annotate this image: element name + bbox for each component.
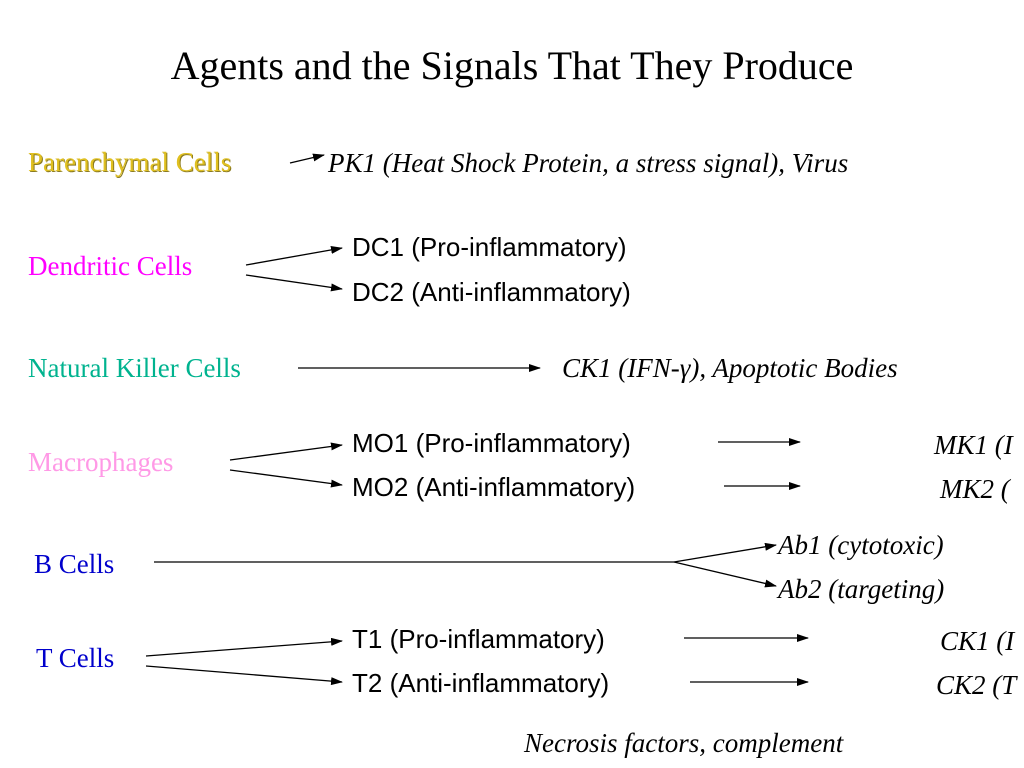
arrow-tcells-t2 bbox=[145, 665, 343, 686]
signal-ck1-prefix: CK1 (IFN- bbox=[562, 353, 680, 383]
agent-dendritic-cells: Dendritic Cells bbox=[28, 251, 193, 281]
arrow-macrophages-mo1 bbox=[229, 442, 343, 461]
signal-dc2: DC2 (Anti-inflammatory) bbox=[352, 277, 631, 307]
signal-ab2: Ab2 (targeting) bbox=[778, 574, 945, 604]
arrow-macrophages-mo2 bbox=[229, 469, 343, 488]
agent-parenchymal-cells: Parenchymal Cells bbox=[28, 147, 232, 177]
arrow-dendritic-dc2 bbox=[245, 274, 343, 292]
agent-natural-killer-cells: Natural Killer Cells bbox=[28, 353, 241, 383]
arrow-dendritic-dc1 bbox=[245, 245, 343, 266]
arrow-bcells-ab2 bbox=[673, 561, 777, 588]
signal-t1: T1 (Pro-inflammatory) bbox=[352, 624, 605, 654]
signal-mk1: MK1 (I bbox=[934, 430, 1013, 460]
signal-t2: T2 (Anti-inflammatory) bbox=[352, 668, 610, 698]
signal-footer: Necrosis factors, complement bbox=[524, 728, 844, 758]
signal-mk2: MK2 ( bbox=[940, 474, 1010, 504]
arrow-parenchymal-pk1 bbox=[289, 153, 325, 164]
arrow-tcells-t1 bbox=[145, 637, 343, 657]
agent-b-cells: B Cells bbox=[34, 549, 115, 579]
signal-mo1: MO1 (Pro-inflammatory) bbox=[352, 428, 631, 458]
page-title: Agents and the Signals That They Produce bbox=[170, 43, 854, 88]
signal-ab1: Ab1 (cytotoxic) bbox=[778, 530, 944, 560]
agent-t-cells: T Cells bbox=[36, 643, 115, 673]
signal-pk1: PK1 (Heat Shock Protein, a stress signal… bbox=[328, 148, 849, 178]
agent-macrophages: Macrophages bbox=[28, 447, 174, 477]
signal-ck1-ifn-gamma: CK1 (IFN-γ), Apoptotic Bodies bbox=[562, 353, 898, 384]
signal-mo2: MO2 (Anti-inflammatory) bbox=[352, 472, 636, 502]
arrow-bcells-ab1 bbox=[673, 542, 777, 563]
signal-ck1-t: CK1 (I bbox=[940, 626, 1015, 656]
signal-ck1-suffix: ), Apoptotic Bodies bbox=[690, 353, 898, 383]
gamma-symbol: γ bbox=[679, 353, 691, 383]
signal-ck2-t: CK2 (T bbox=[936, 670, 1017, 700]
signal-dc1: DC1 (Pro-inflammatory) bbox=[352, 232, 627, 262]
